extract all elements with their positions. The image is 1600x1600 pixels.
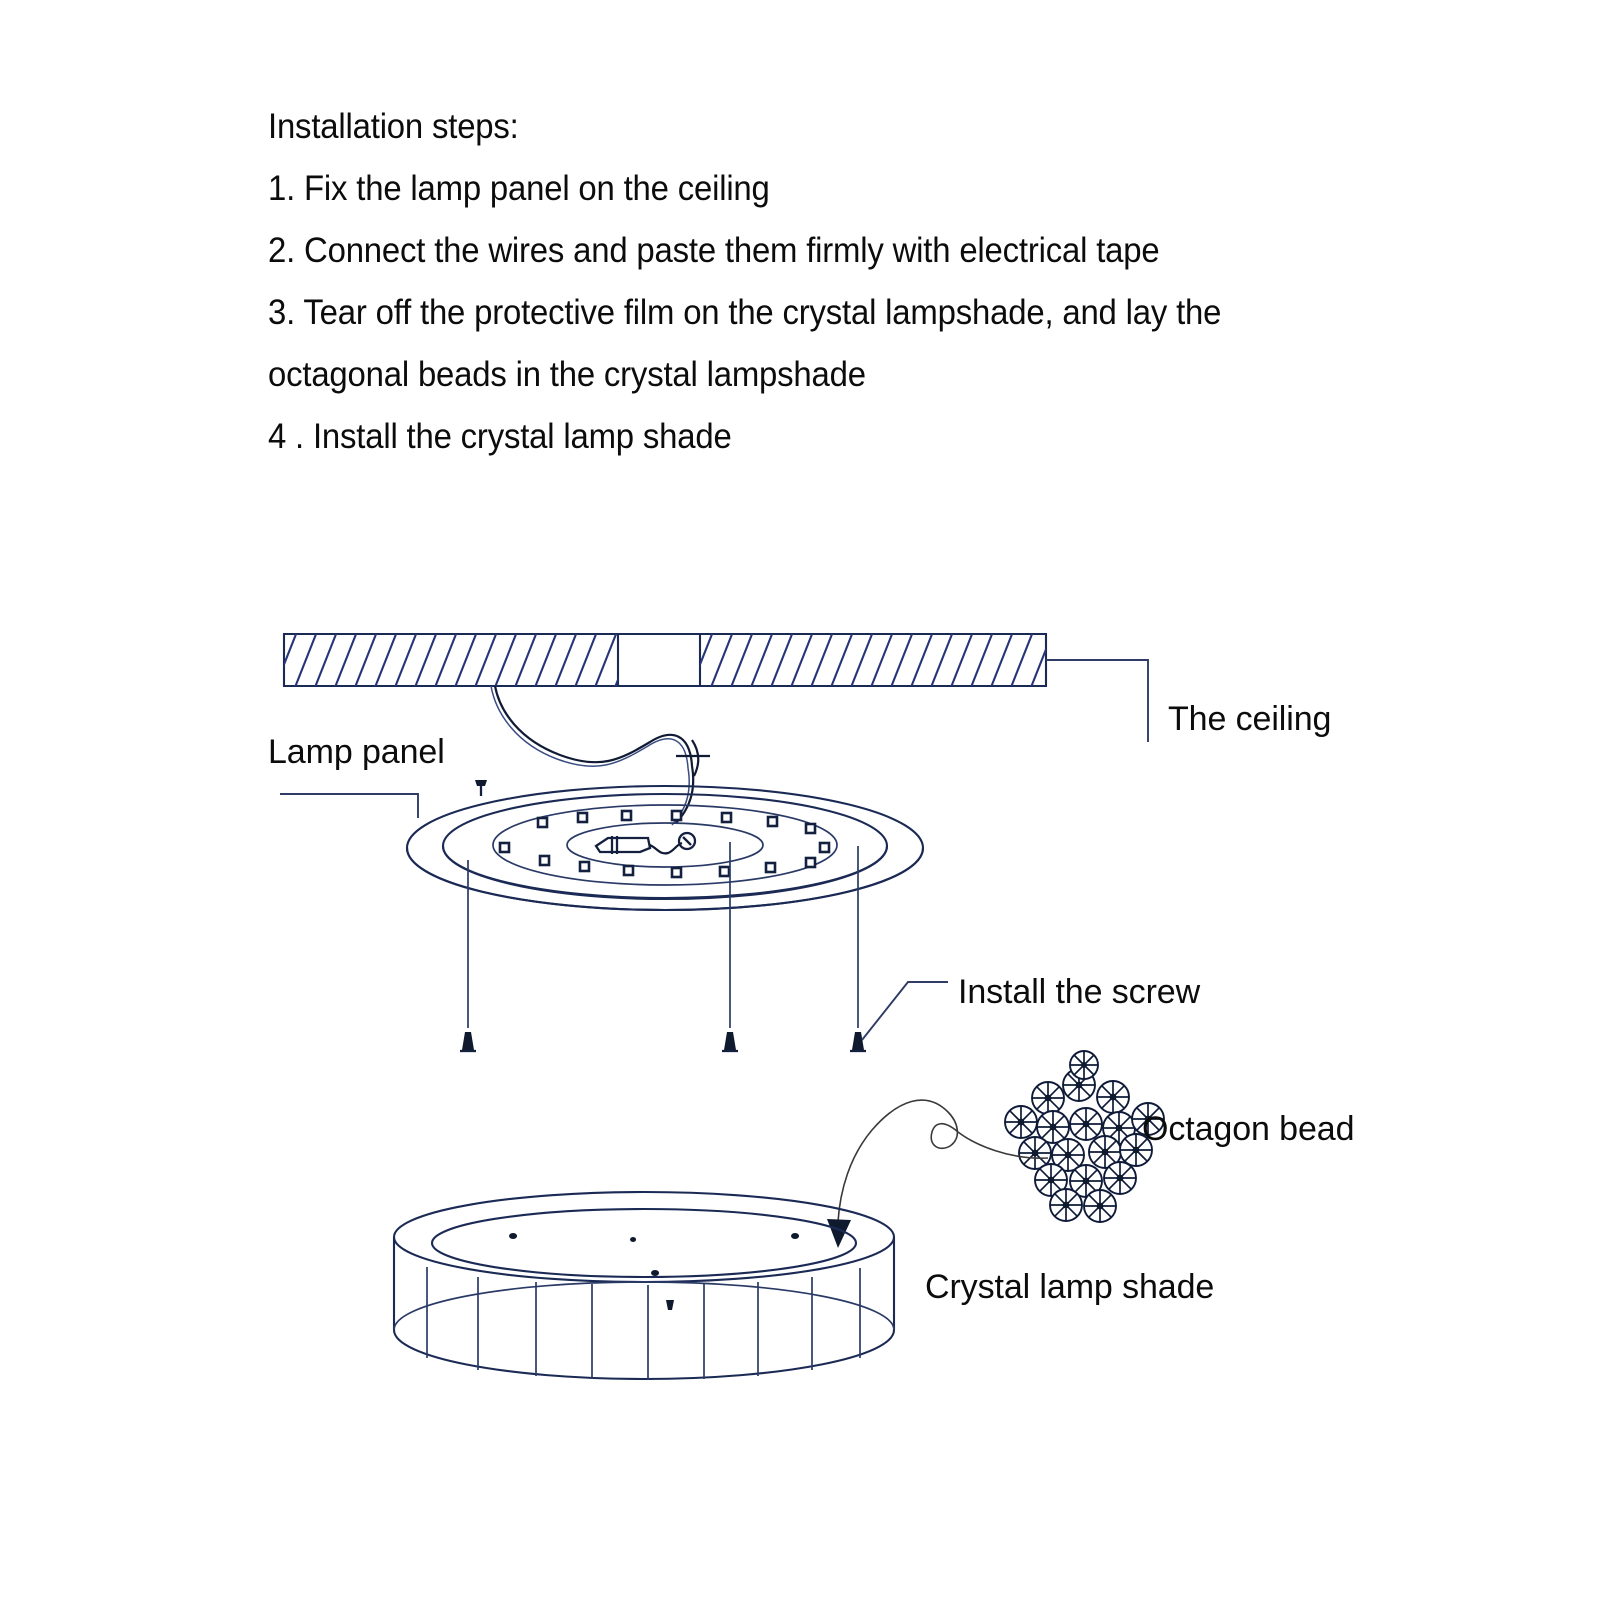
step-line-heading: Installation steps: (268, 107, 519, 146)
label-octagon-bead: Octagon bead (1142, 1110, 1355, 1148)
installation-steps-block: Installation steps: 1. Fix the lamp pane… (268, 96, 1388, 468)
label-crystal-lamp-shade: Crystal lamp shade (925, 1268, 1215, 1306)
octagon-bead (1036, 1110, 1070, 1144)
label-the-ceiling: The ceiling (1168, 700, 1332, 738)
placed-bead-marks (509, 1233, 800, 1310)
mounting-screws (460, 842, 866, 1053)
screw-3 (850, 1032, 866, 1053)
bead-placement-arrow (827, 1099, 1049, 1248)
octagon-bead (1131, 1102, 1165, 1136)
crystal-lamp-shade (392, 1190, 896, 1381)
screw-1 (460, 1032, 476, 1053)
octagon-bead (1119, 1133, 1153, 1167)
octagon-bead (1096, 1080, 1130, 1114)
octagon-bead (1049, 1188, 1083, 1222)
hatch-right (700, 634, 1046, 686)
octagon-bead (1004, 1105, 1038, 1139)
hatch-left (284, 634, 618, 686)
octagon-bead (1069, 1050, 1099, 1080)
screw-2 (722, 1032, 738, 1053)
install-screw-leader-line (861, 981, 948, 1041)
label-install-the-screw: Install the screw (958, 973, 1201, 1011)
step-line-3b: octagonal beads in the crystal lampshade (268, 355, 866, 394)
label-lamp-panel: Lamp panel (268, 733, 445, 771)
led-array (498, 809, 831, 879)
panel-top-screw (475, 780, 487, 796)
step-line-4: 4 . Install the crystal lamp shade (268, 417, 732, 456)
lamp-panel-leader-line (280, 793, 419, 818)
octagon-bead (1051, 1138, 1085, 1172)
step-line-3a: 3. Tear off the protective film on the c… (268, 293, 1222, 332)
ceiling-slab (282, 632, 1048, 688)
octagon-bead (1083, 1189, 1117, 1223)
octagon-bead-cluster (1004, 1050, 1165, 1223)
octagon-bead (1018, 1136, 1052, 1170)
driver-connector (594, 831, 697, 855)
octagon-bead (1034, 1163, 1068, 1197)
lamp-panel (405, 780, 925, 912)
ceiling-leader-line (1046, 659, 1149, 742)
step-line-2: 2. Connect the wires and paste them firm… (268, 231, 1160, 270)
step-line-1: 1. Fix the lamp panel on the ceiling (268, 169, 770, 208)
octagon-bead (1103, 1161, 1137, 1195)
power-wire (490, 685, 710, 826)
octagon-bead (1069, 1107, 1103, 1141)
octagon-bead (1031, 1081, 1065, 1115)
